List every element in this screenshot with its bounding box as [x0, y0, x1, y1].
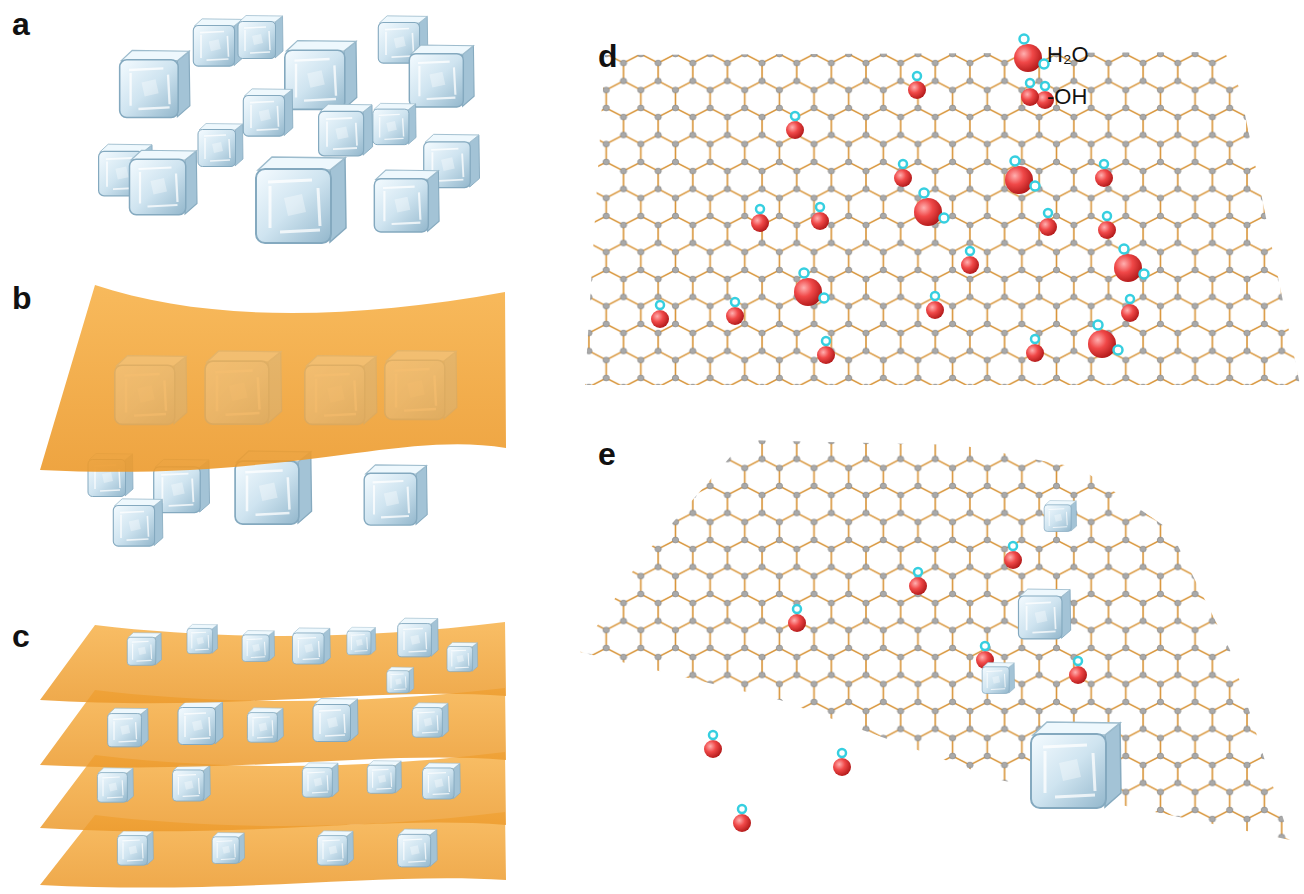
legend-text: -OH [1047, 84, 1087, 109]
ice-cubes-a [99, 16, 480, 244]
panel-letter: c [12, 620, 30, 652]
molecules-d [651, 72, 1149, 364]
orange-sheet-b [40, 285, 506, 472]
panel-letter: e [598, 438, 616, 470]
legend-text: H₂O [1047, 42, 1089, 67]
legend-entry: H₂O [1047, 44, 1089, 66]
panel-letter: d [598, 40, 618, 72]
molecules-e [704, 568, 1087, 832]
graphene-lattice-d [585, 52, 1300, 385]
legend-entry: -OH [1047, 86, 1087, 108]
legend-symbols [1014, 35, 1049, 107]
ice-shadows-b [115, 351, 457, 425]
ice-cubes-e [982, 501, 1121, 808]
stacked-sheets-c [40, 618, 506, 887]
panel-letter: b [12, 282, 32, 314]
panel-letter: a [12, 8, 30, 40]
graphene-lattice-e [580, 440, 1290, 840]
